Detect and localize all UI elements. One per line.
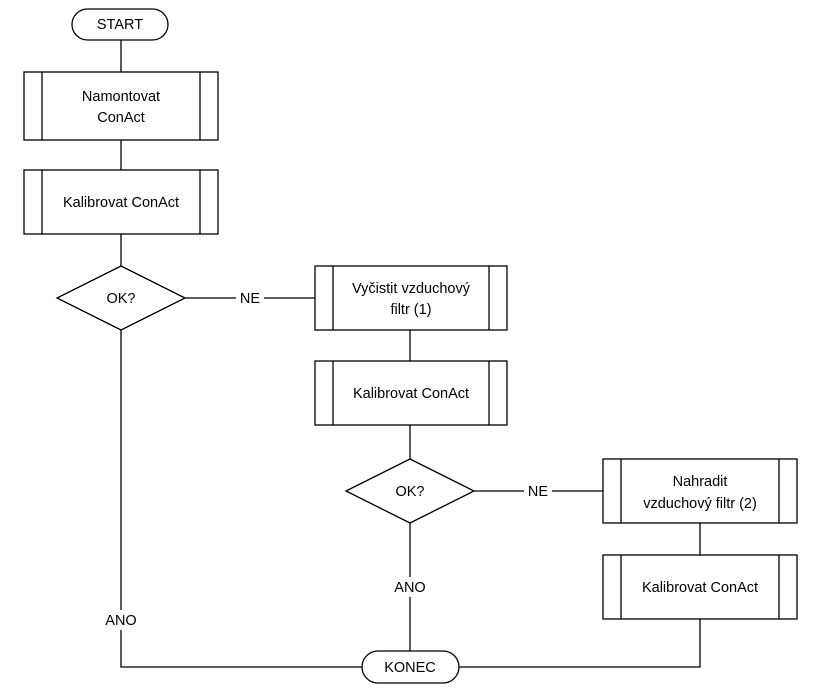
decision-check-1-label: OK? xyxy=(106,291,135,307)
process-replace-filter-line-1: Nahradit xyxy=(673,474,728,490)
decision-check-2: OK? xyxy=(344,458,476,524)
decision-check-1: OK? xyxy=(55,265,187,331)
start-terminator: START xyxy=(71,8,169,41)
process-mount: Namontovat ConAct xyxy=(23,71,219,141)
edge-label-yes-1: ANO xyxy=(102,610,140,630)
process-calibrate-3: Kalibrovat ConAct xyxy=(602,554,798,620)
process-replace-filter: Nahradit vzduchový filtr (2) xyxy=(602,458,798,524)
process-calibrate-1-label: Kalibrovat ConAct xyxy=(63,195,179,211)
edge-label-yes-1-text: ANO xyxy=(105,613,136,629)
decision-check-2-label: OK? xyxy=(395,484,424,500)
connector-check-1-yes-to-end xyxy=(120,330,362,668)
process-mount-line-1: Namontovat xyxy=(82,89,160,105)
edge-label-no-2: NE xyxy=(524,482,552,500)
process-calibrate-3-label: Kalibrovat ConAct xyxy=(642,580,758,596)
edge-label-no-1: NE xyxy=(236,289,264,307)
edge-label-yes-2-text: ANO xyxy=(394,580,425,596)
edge-label-yes-2: ANO xyxy=(391,577,429,597)
process-clean-filter: Vyčistit vzduchový filtr (1) xyxy=(314,265,508,331)
edge-label-no-1-text: NE xyxy=(240,291,260,307)
end-terminator: KONEC xyxy=(361,650,460,684)
edge-label-no-2-text: NE xyxy=(528,484,548,500)
connector-calibrate-3-to-end xyxy=(459,619,701,668)
start-label: START xyxy=(97,17,143,33)
process-clean-filter-line-2: filtr (1) xyxy=(390,302,431,318)
process-clean-filter-line-1: Vyčistit vzduchový xyxy=(352,281,471,297)
process-calibrate-2: Kalibrovat ConAct xyxy=(314,360,508,426)
process-calibrate-2-label: Kalibrovat ConAct xyxy=(353,386,469,402)
process-calibrate-1: Kalibrovat ConAct xyxy=(23,169,219,235)
end-label: KONEC xyxy=(384,660,436,676)
process-replace-filter-line-2: vzduchový filtr (2) xyxy=(643,496,757,512)
process-mount-line-2: ConAct xyxy=(97,110,145,126)
